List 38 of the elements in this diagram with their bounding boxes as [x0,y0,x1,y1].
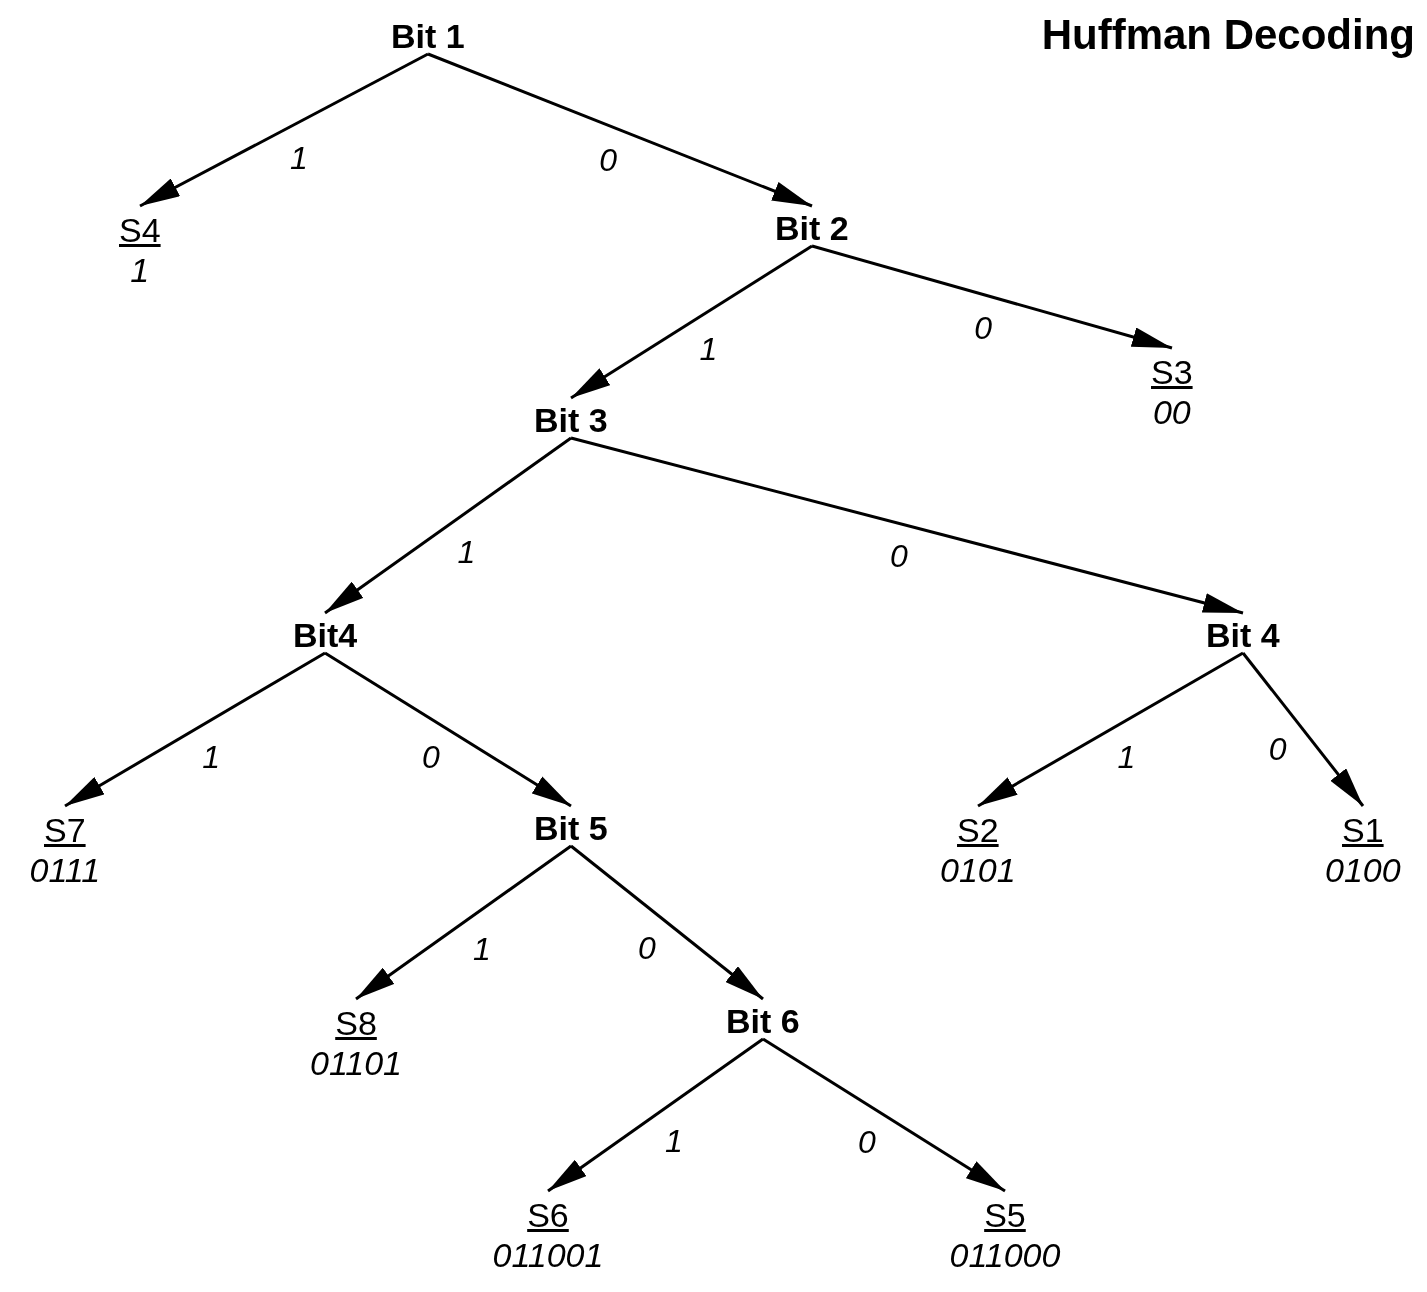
arrow [324,436,572,615]
code-word: 01101 [310,1043,403,1083]
arrow [570,436,1244,615]
code-word: 011001 [492,1235,604,1275]
diagram-title: Huffman Decoding [1041,12,1415,58]
symbol-name: S8 [335,1003,377,1043]
code-word: 0100 [1325,850,1401,890]
arrow [977,651,1244,808]
bit-label: Bit4 [293,617,358,653]
arrow [324,651,572,808]
arrow [427,52,813,208]
arrow [811,244,1173,350]
bit-label: Bit 1 [391,18,465,54]
code-word: 0101 [940,850,1016,890]
symbol-name: S5 [984,1195,1026,1235]
symbol-name: S4 [119,210,161,250]
arrow [547,1037,764,1193]
arrow [355,844,572,1001]
code-word: 1 [130,250,150,290]
bit-label: Bit 3 [534,402,608,438]
symbol-name: S1 [1342,810,1384,850]
bit-label: Bit 6 [726,1003,800,1039]
arrow [570,244,813,400]
bit-label: Bit 2 [775,210,849,246]
symbol-name: S7 [44,810,86,850]
arrow [1241,652,1365,807]
arrow [139,52,429,208]
symbol-name: S3 [1151,352,1193,392]
arrow [570,844,764,1001]
bit-label: Bit 5 [534,810,608,846]
code-word: 00 [1152,392,1191,432]
code-word: 011000 [949,1235,1061,1275]
arrow [64,651,326,808]
arrow [762,1037,1006,1193]
symbol-name: S6 [527,1195,569,1235]
symbol-name: S2 [957,810,999,850]
bit-label: Bit 4 [1206,617,1280,653]
code-word: 0111 [29,850,101,890]
